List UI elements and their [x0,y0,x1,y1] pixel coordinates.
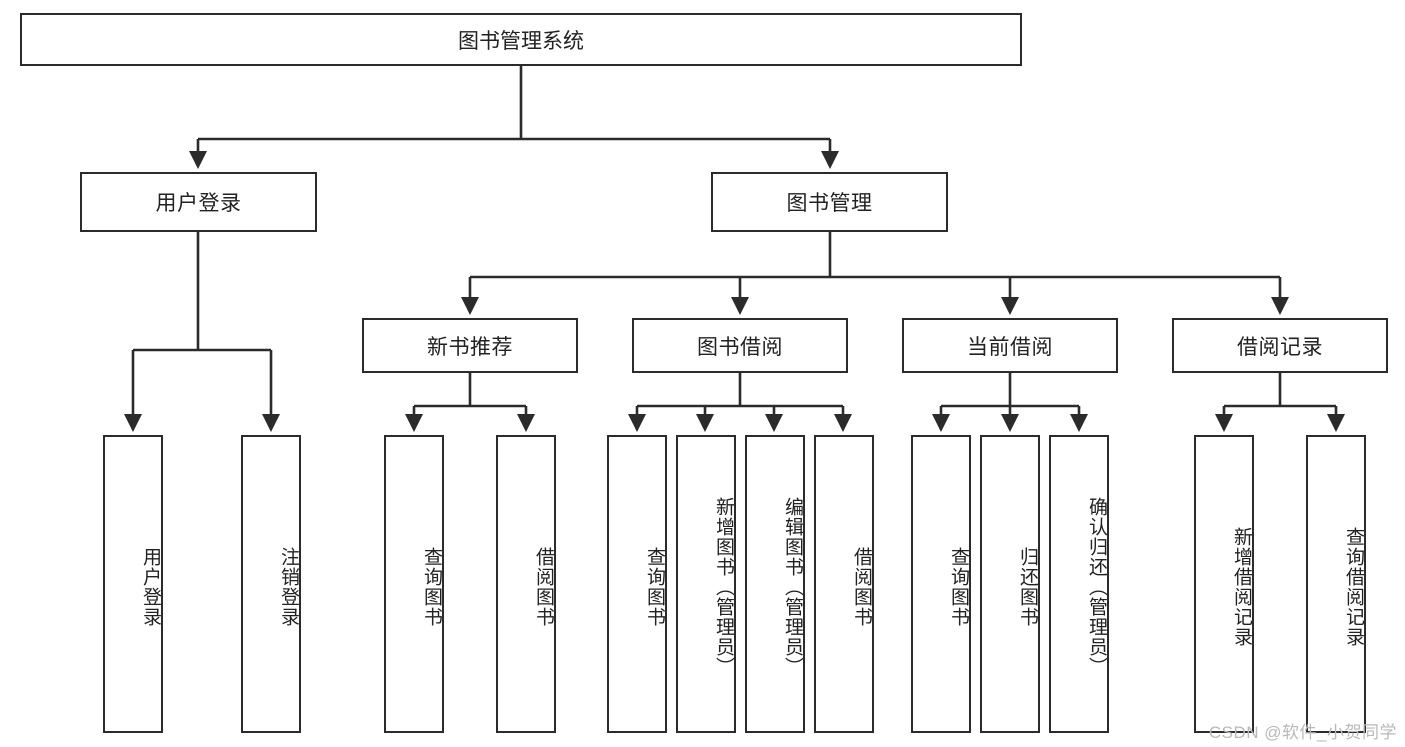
leaf-add-book-admin[interactable]: 新增图书（管理员） [676,435,736,733]
node-label: 图书管理系统 [458,29,584,53]
leaf-label: 查询图书 [421,547,442,627]
node-root-system[interactable]: 图书管理系统 [20,13,1022,66]
leaf-query-borrow-record[interactable]: 查询借阅记录 [1306,435,1366,733]
leaf-user-login[interactable]: 用户登录 [103,435,163,733]
leaf-borrow-book-recommend[interactable]: 借阅图书 [496,435,556,733]
leaf-label: 注销登录 [278,547,299,627]
node-label: 新书推荐 [427,335,513,359]
leaf-label: 新增图书（管理员） [713,497,734,677]
leaf-label: 借阅图书 [533,547,554,627]
watermark-text: CSDN @软件_小贺同学 [1208,723,1397,742]
leaf-query-book-borrow[interactable]: 查询图书 [607,435,667,733]
leaf-label: 查询图书 [948,547,969,627]
node-label: 图书管理 [786,192,873,215]
leaf-label: 查询图书 [644,547,665,627]
leaf-logout[interactable]: 注销登录 [241,435,301,733]
leaf-borrow-book[interactable]: 借阅图书 [814,435,874,733]
node-new-book-recommend[interactable]: 新书推荐 [362,318,578,373]
leaf-label: 新增借阅记录 [1231,527,1252,647]
leaf-label: 用户登录 [140,547,161,627]
leaf-label: 借阅图书 [851,547,872,627]
node-user-login[interactable]: 用户登录 [80,172,317,232]
leaf-label: 编辑图书（管理员） [782,497,803,677]
leaf-confirm-return-admin[interactable]: 确认归还（管理员） [1049,435,1109,733]
leaf-add-borrow-record[interactable]: 新增借阅记录 [1194,435,1254,733]
node-label: 用户登录 [155,192,242,215]
leaf-query-book-recommend[interactable]: 查询图书 [384,435,444,733]
leaf-label: 确认归还（管理员） [1086,497,1107,677]
node-borrow-record[interactable]: 借阅记录 [1172,318,1388,373]
leaf-edit-book-admin[interactable]: 编辑图书（管理员） [745,435,805,733]
leaf-label: 归还图书 [1017,547,1038,627]
leaf-label: 查询借阅记录 [1343,527,1364,647]
node-book-borrow[interactable]: 图书借阅 [632,318,848,373]
node-label: 图书借阅 [697,335,783,359]
leaf-return-book[interactable]: 归还图书 [980,435,1040,733]
node-current-borrow[interactable]: 当前借阅 [902,318,1118,373]
node-book-management[interactable]: 图书管理 [711,172,948,232]
leaf-query-book-current[interactable]: 查询图书 [911,435,971,733]
node-label: 借阅记录 [1237,335,1323,359]
node-label: 当前借阅 [967,335,1053,359]
